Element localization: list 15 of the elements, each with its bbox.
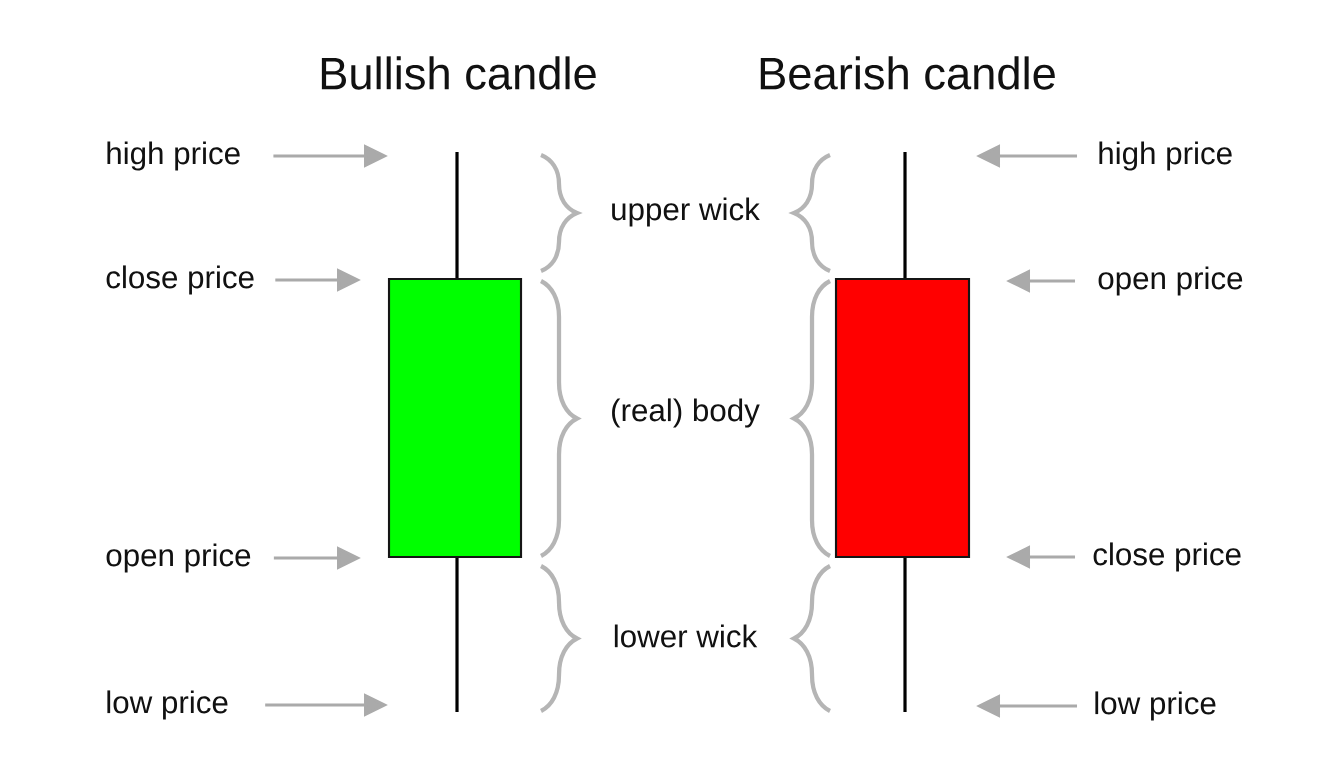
price-label: close price — [106, 265, 254, 295]
price-label: high price — [107, 141, 240, 171]
price-label: close price — [1093, 542, 1241, 572]
heading: Bearish candle — [760, 56, 1055, 90]
brace-label: upper wick — [612, 197, 760, 227]
brace-label: (real) body — [612, 398, 760, 428]
candle-body — [387, 277, 523, 559]
price-label: high price — [1099, 141, 1232, 171]
candle-body — [834, 277, 971, 559]
price-label: open price — [106, 543, 251, 573]
price-label: low price — [107, 690, 228, 720]
price-label: open price — [1098, 266, 1243, 296]
heading: Bullish candle — [321, 56, 596, 90]
price-label: low price — [1095, 691, 1216, 721]
brace-label: lower wick — [614, 624, 758, 648]
